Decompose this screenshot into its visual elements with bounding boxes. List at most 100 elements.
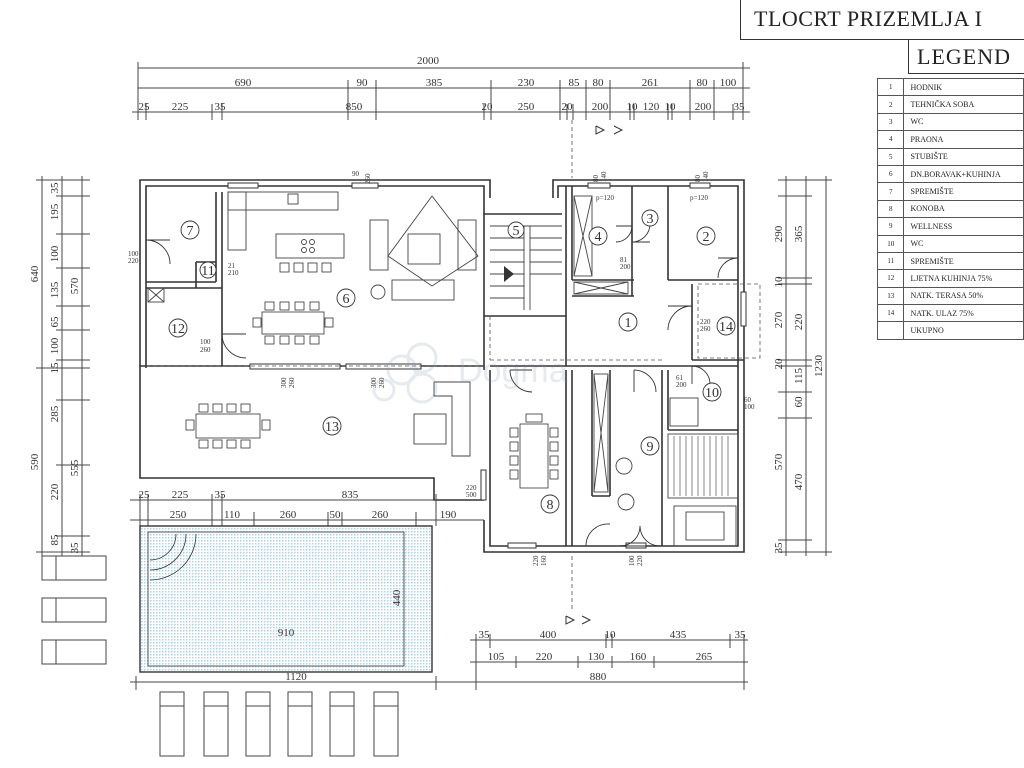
dim-left-195: 195 (49, 203, 61, 220)
svg-text:2: 2 (703, 230, 710, 245)
dim-top-100: 100 (720, 77, 737, 89)
dim-top-230: 230 (518, 77, 535, 89)
lbl-80a: 80 (592, 175, 600, 183)
sauna-slats (673, 436, 729, 496)
watermark-flower-icon (372, 342, 438, 404)
living-furniture (369, 195, 479, 301)
kitchen-counter (227, 191, 345, 259)
title-box (740, 0, 1024, 40)
legend-row-name: UKUPNO (903, 321, 1024, 340)
dim-top2-250: 250 (518, 101, 535, 113)
dim-right-570: 570 (773, 453, 785, 470)
dim-top-90: 90 (357, 77, 369, 89)
dim-top-80b: 80 (697, 77, 709, 89)
dim-top2-850: 850 (346, 101, 363, 113)
stairs (490, 225, 562, 310)
dim-top2-35b: 35 (734, 101, 746, 113)
dim-right-10: 10 (773, 276, 785, 288)
dim-right-220: 220 (793, 313, 805, 330)
dim-left-135: 135 (49, 281, 61, 298)
watermark-text: Dogma (458, 352, 568, 390)
dim-pool-35: 35 (215, 489, 227, 501)
dim-pool-190: 190 (440, 509, 457, 521)
dim-top-690: 690 (235, 77, 252, 89)
dim-pool-260b: 260 (372, 509, 389, 521)
pool-inner-edge (147, 531, 405, 667)
dim-top-80a: 80 (593, 77, 605, 89)
svg-text:7: 7 (187, 224, 194, 239)
dim-bot-220: 220 (536, 651, 553, 663)
dim-bot-265: 265 (696, 651, 713, 663)
dim-right-60: 60 (793, 396, 805, 408)
lbl-100b: 100 (200, 338, 211, 346)
svg-text:6: 6 (343, 292, 350, 307)
lbl-parapet-a: p=120 (596, 194, 614, 202)
dim-left-65: 65 (49, 316, 61, 328)
dim-top-261: 261 (642, 77, 659, 89)
lbl-61: 61 (676, 374, 684, 382)
room-marker-6: 6 (336, 288, 356, 308)
dim-bot-160: 160 (630, 651, 647, 663)
dim-top2-20b: 20 (562, 101, 574, 113)
dim-top-total: 2000 (417, 55, 440, 67)
building-walls (139, 179, 745, 553)
lbl-21: 21 (228, 262, 236, 270)
dim-right-290: 290 (773, 225, 785, 242)
dim-left-220: 220 (49, 483, 61, 500)
svg-text:14: 14 (719, 320, 733, 335)
watermark-logo: Dogma (372, 342, 568, 404)
lbl-300b: 300 (370, 377, 378, 388)
sun-loungers (41, 555, 399, 757)
terrace-lounge (413, 381, 471, 457)
lbl-220a: 220 (700, 318, 711, 326)
svg-text:8: 8 (547, 498, 554, 513)
dim-left-285: 285 (49, 405, 61, 422)
dim-top2-200b: 200 (695, 101, 712, 113)
svg-text:3: 3 (647, 212, 654, 227)
svg-text:5: 5 (513, 224, 520, 239)
legend-row: UKUPNO (876, 321, 1024, 340)
legend-header: LEGEND (908, 40, 1024, 74)
dim-left-100a: 100 (49, 245, 61, 262)
dim-left-100b: 100 (49, 337, 61, 354)
lbl-140b: 140 (702, 171, 710, 182)
room-marker-7: 7 (180, 220, 200, 240)
dim-right-115: 115 (793, 367, 805, 384)
lbl-90: 90 (352, 170, 360, 178)
stair-arrow-icon (504, 266, 514, 282)
dim-left-85: 85 (49, 534, 61, 546)
lbl-260c: 260 (700, 325, 711, 333)
dim-pool-910: 910 (278, 627, 295, 639)
room-marker-1: 1 (618, 312, 638, 332)
dim-top-85: 85 (569, 77, 581, 89)
dim-top2-35: 35 (215, 101, 227, 113)
svg-text:4: 4 (595, 230, 602, 245)
dim-right-20: 20 (773, 358, 785, 370)
lbl-80b: 80 (694, 175, 702, 183)
lbl-win-220: 220 (128, 257, 139, 265)
svg-text:11: 11 (201, 264, 214, 279)
dim-top2-120: 120 (643, 101, 660, 113)
dim-right-1230: 1230 (813, 355, 825, 378)
room-marker-3: 3 (641, 209, 659, 227)
svg-text:13: 13 (325, 420, 339, 435)
lbl-200b: 200 (676, 381, 687, 389)
dim-right-270: 270 (773, 311, 785, 328)
dim-left-590: 590 (29, 453, 41, 470)
lbl-260: 260 (364, 173, 372, 184)
dim-pool-110: 110 (224, 509, 241, 521)
legend-row-number: 3 (876, 112, 905, 132)
dim-bot-435: 435 (670, 629, 687, 641)
bottom-dimension-labels: 35 400 10 435 35 105 220 130 160 265 112… (285, 629, 746, 683)
dim-top-385: 385 (426, 77, 443, 89)
dim-top2-225: 225 (172, 101, 189, 113)
lbl-60: 60 (744, 396, 752, 404)
konoba-table (509, 413, 559, 489)
dim-bot-35a: 35 (479, 629, 491, 641)
right-dimension-lines (778, 176, 832, 556)
dim-top2-25: 25 (139, 101, 151, 113)
dim-left-15: 15 (49, 362, 61, 374)
left-dimension-labels: 640 590 35 195 100 135 65 100 15 285 220… (29, 182, 81, 554)
